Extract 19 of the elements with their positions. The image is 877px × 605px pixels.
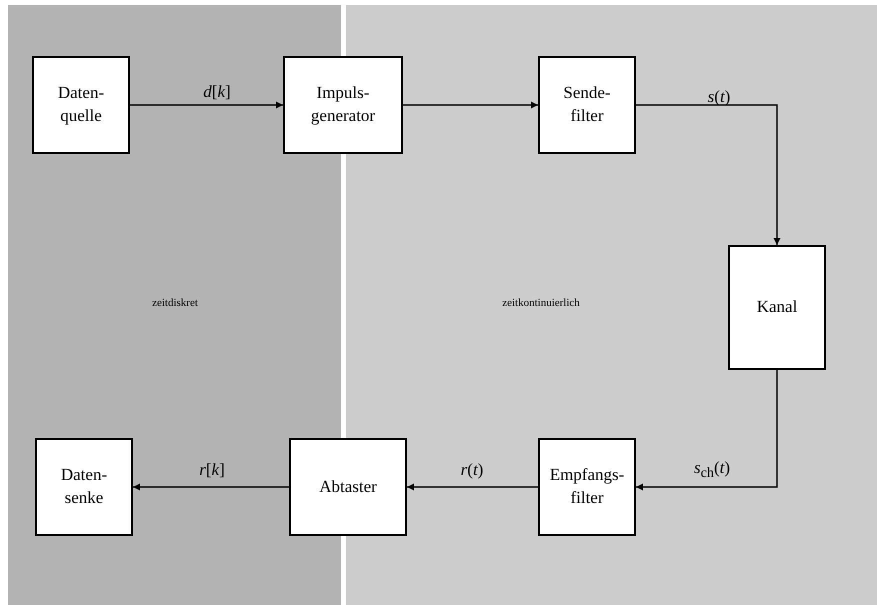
arrow xyxy=(636,104,780,245)
region-label: zeitkontinuierlich xyxy=(502,297,580,309)
process-box: Kanal xyxy=(728,245,826,370)
arrow xyxy=(133,484,289,490)
arrow xyxy=(130,102,283,108)
process-box: Daten- senke xyxy=(35,438,133,536)
region-label: zeitdiskret xyxy=(152,297,198,309)
process-box: Daten- quelle xyxy=(32,56,130,154)
arrow xyxy=(636,370,778,490)
process-box: Impuls- generator xyxy=(283,56,403,154)
edge-label: d[k] xyxy=(203,82,231,102)
arrow xyxy=(403,102,538,108)
edge-label: s$_{ch}$(t) xyxy=(694,458,730,482)
arrow xyxy=(407,484,538,490)
process-box: Empfangs- filter xyxy=(538,438,636,536)
edge-label: r(t) xyxy=(460,460,484,480)
edge-label: r[k] xyxy=(199,460,225,480)
process-box: Abtaster xyxy=(289,438,407,536)
process-box: Sende- filter xyxy=(538,56,636,154)
